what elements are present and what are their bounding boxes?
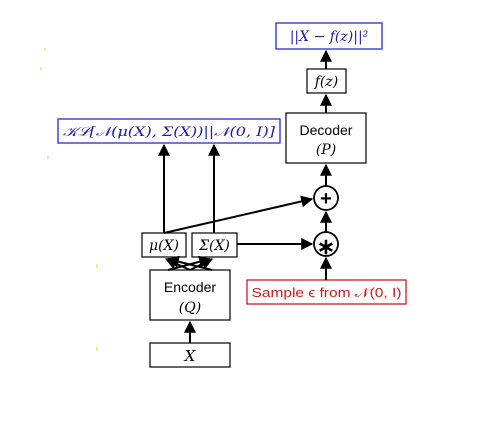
encoder-box: [149, 269, 231, 321]
kl-term-box: [57, 118, 281, 144]
arrows: [158, 49, 332, 343]
kl-term-text: 𝒦ℒ[𝒩(μ(X), Σ(X))||𝒩(0, I)]: [63, 125, 276, 140]
margin-specks: [40, 48, 98, 351]
mu-box: [141, 232, 187, 258]
decoder-title: Decoder: [300, 122, 353, 138]
mu-text: μ(X): [149, 238, 179, 254]
encoder-sub: (Q): [179, 300, 201, 316]
decoder-sub: (P): [316, 142, 336, 158]
loss-term-text: ||X − f(z)||²: [290, 29, 369, 45]
sigma-text: Σ(X): [198, 238, 230, 254]
loss-term-box: [275, 22, 383, 50]
input-text: X: [184, 347, 197, 365]
input-box: [149, 342, 231, 368]
sample-text: Sample ϵ from 𝒩(0, I): [252, 285, 402, 300]
fz-text: f(z): [314, 74, 338, 90]
encoder-title: Encoder: [164, 279, 216, 295]
sigma-box: [191, 232, 238, 258]
multiply-symbol: ∗: [317, 234, 335, 259]
arrow-encoder-to-sigma-b: [167, 255, 212, 271]
fz-box: [306, 68, 347, 94]
arrow-mu-to-plus: [163, 195, 314, 234]
plus-symbol: +: [320, 188, 332, 210]
